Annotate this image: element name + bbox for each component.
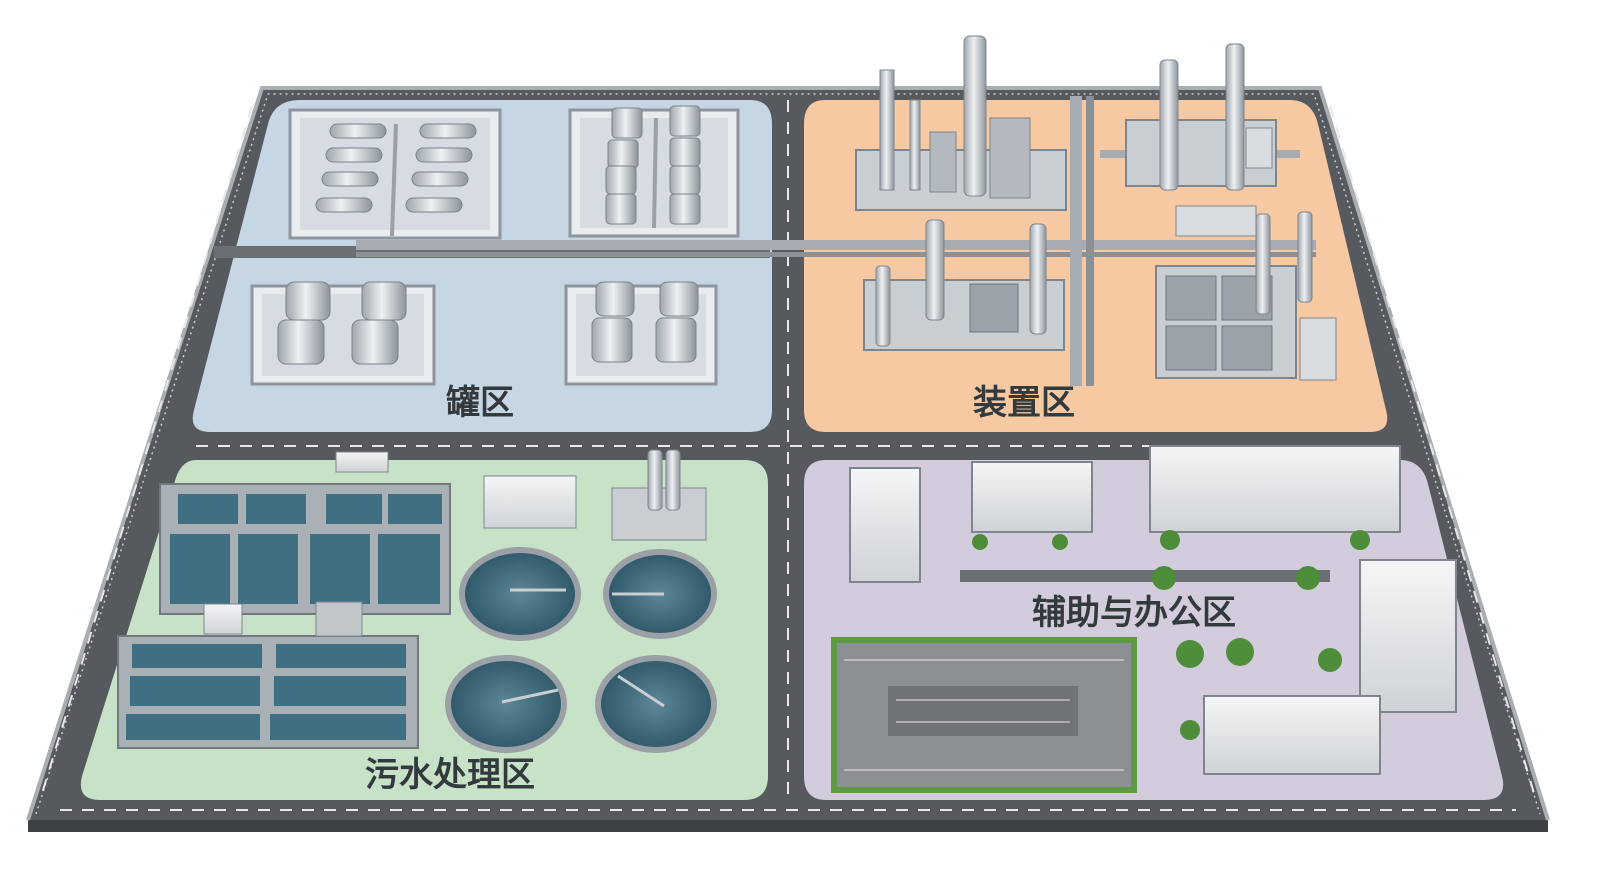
process-unit-4 xyxy=(1155,205,1337,381)
tank-farm-large-tanks-3 xyxy=(564,281,718,386)
auxiliary-office-area-label: 辅助与办公区 xyxy=(1032,593,1236,633)
site-ground-edge xyxy=(28,820,1548,832)
clarifiers xyxy=(445,547,717,753)
perimeter-fence-inner xyxy=(35,93,1541,815)
tank-farm-large-tanks-2 xyxy=(250,281,436,386)
process-unit-2 xyxy=(1125,43,1277,191)
process-area-label: 装置区 xyxy=(973,383,1075,423)
office-buildings xyxy=(849,445,1457,775)
road-markings xyxy=(39,100,1537,811)
tank-area-label: 罐区 xyxy=(446,383,514,423)
tank-farm-bullet-tanks xyxy=(288,108,502,240)
process-unit-3 xyxy=(863,219,1065,351)
process-unit-1 xyxy=(855,35,1067,211)
parking-lot xyxy=(831,637,1137,793)
tank-farm-vertical-tanks-1 xyxy=(568,105,740,238)
wastewater-area-label: 污水处理区 xyxy=(365,755,535,795)
wastewater-control-buildings xyxy=(203,449,707,637)
office-inner-road xyxy=(960,570,1330,582)
greenery xyxy=(972,530,1370,740)
sedimentation-basins xyxy=(117,635,419,749)
aeration-basins xyxy=(159,483,451,615)
